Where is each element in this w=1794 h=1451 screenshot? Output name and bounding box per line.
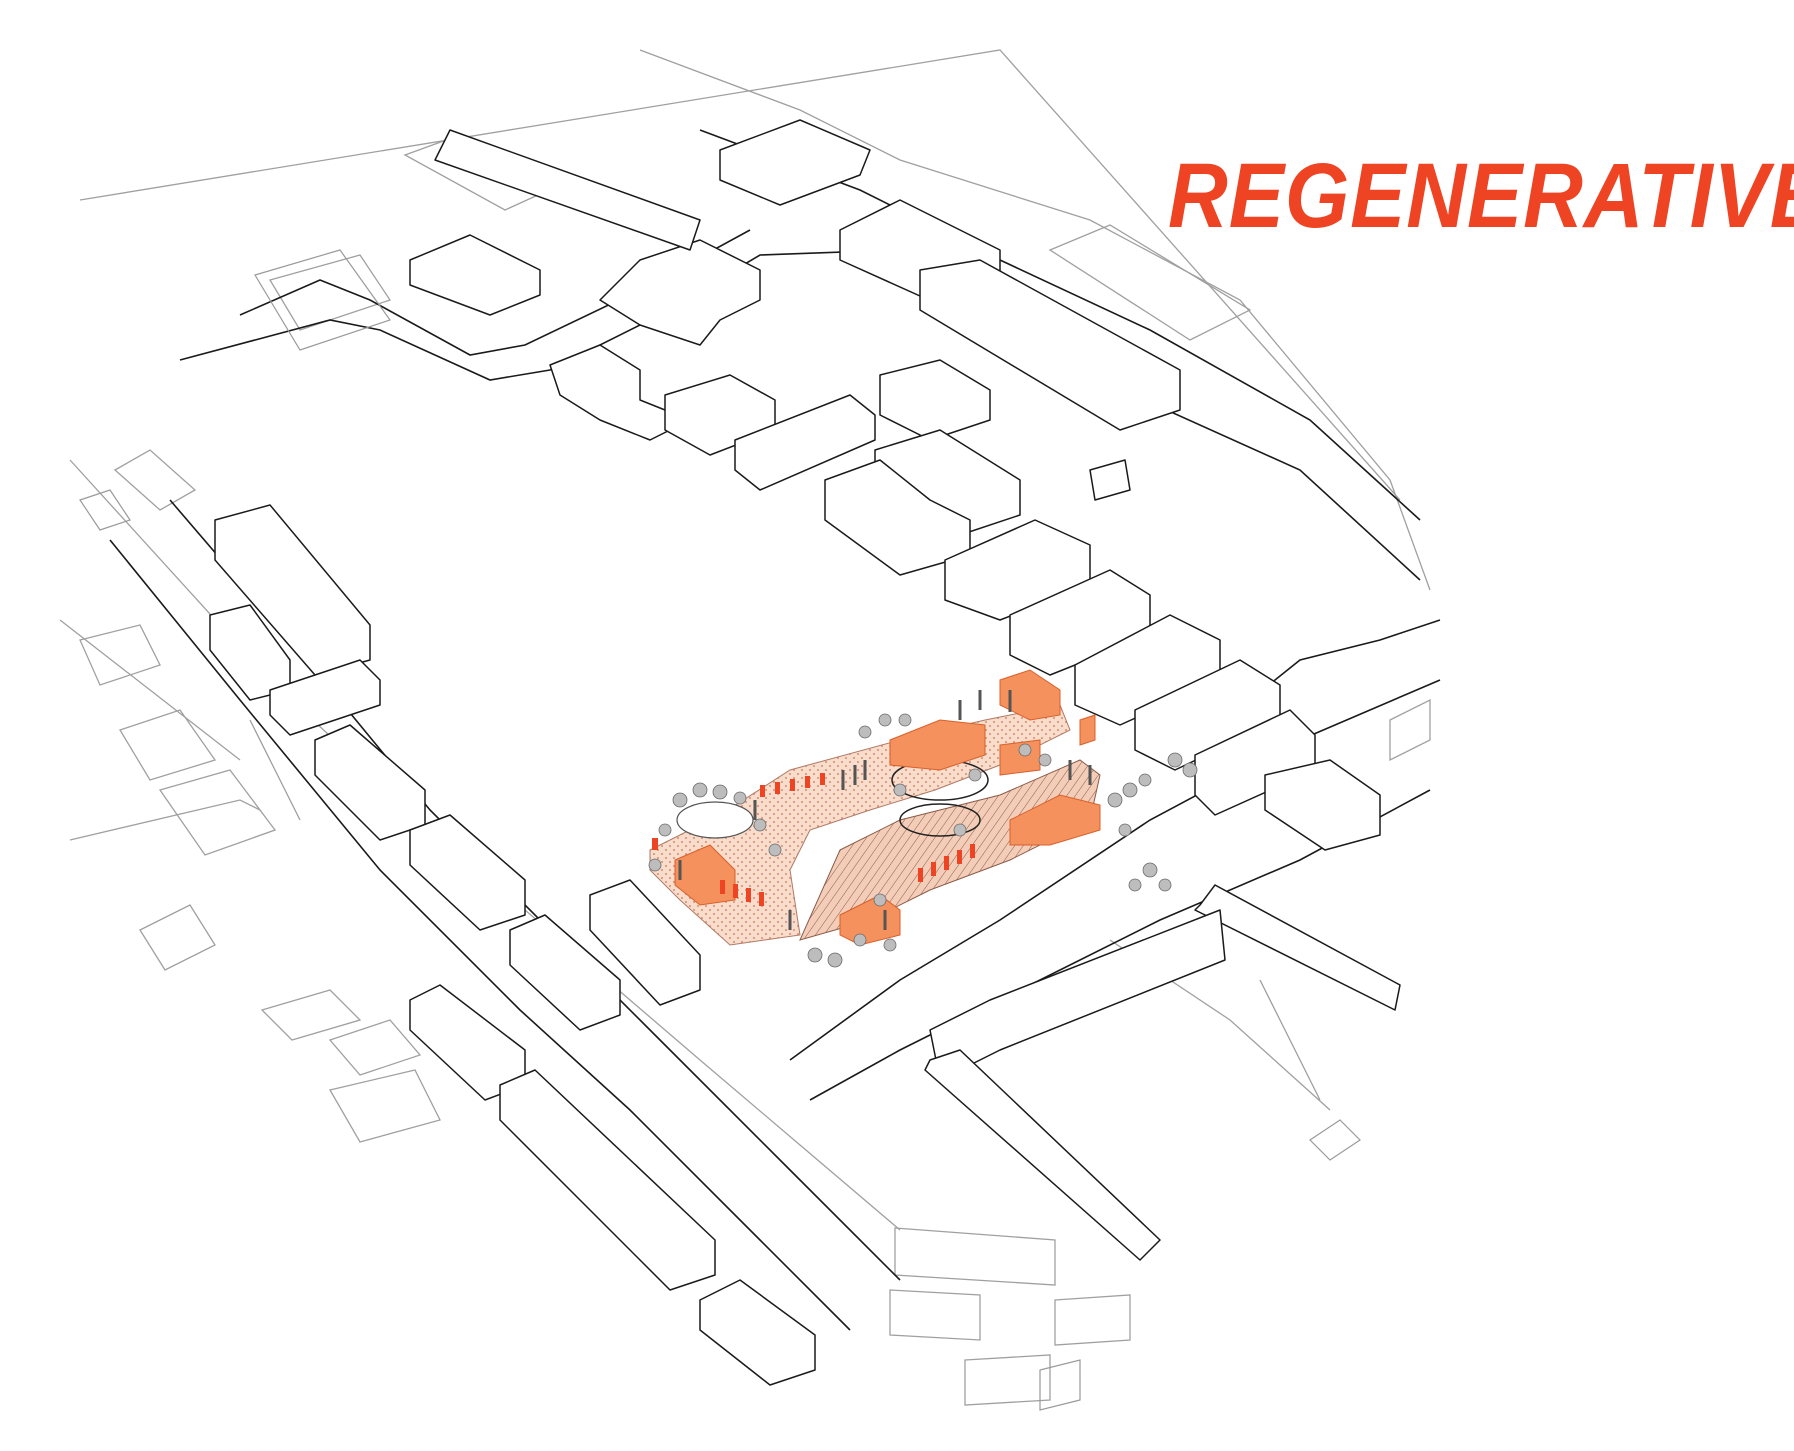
context-buildings-edge [79,249,1361,1411]
vertical-posts [678,690,1092,930]
circular-plaza-west [676,801,754,839]
intervention-site [648,669,1198,968]
paving-dotted-area [649,704,1071,946]
red-street-furniture [652,773,975,906]
foreground-buildings [209,119,1401,1386]
diagram-title: REGENERATIVE [1168,145,1794,247]
trees [648,713,1198,968]
